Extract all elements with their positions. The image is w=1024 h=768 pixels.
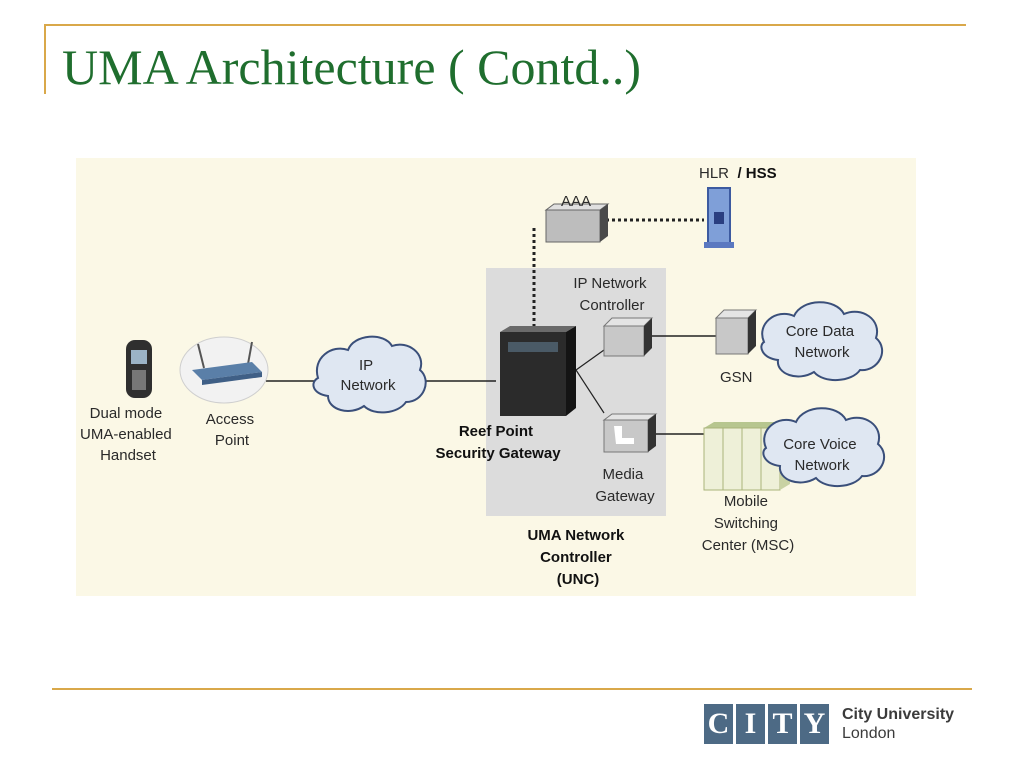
- handset-label: Dual mode UMA-enabled Handset: [80, 405, 176, 464]
- logo-letter-c: C: [704, 704, 733, 744]
- link-gateway-ipcontroller: [575, 349, 605, 371]
- security-gateway-icon: [500, 326, 576, 416]
- hlr-hss-label: HLR / HSS: [699, 165, 777, 182]
- access-point-label: Access Point: [206, 411, 259, 449]
- hlr-hss-server-icon: [704, 187, 734, 248]
- ip-network-label: IP Network: [340, 357, 396, 394]
- handset-icon: [126, 340, 152, 398]
- frame-left-rule: [44, 24, 46, 94]
- ip-network-cloud: [312, 335, 427, 414]
- uma-architecture-diagram: Dual mode UMA-enabled Handset Access Poi…: [76, 158, 916, 596]
- core-voice-network-cloud: [762, 407, 885, 487]
- city-university-logo: C I T Y City University London: [704, 704, 984, 750]
- core-data-network-label: Core Data Network: [786, 323, 859, 361]
- access-point-icon: [179, 336, 269, 404]
- media-gateway-label: Media Gateway: [595, 466, 655, 505]
- frame-bottom-rule: [52, 688, 972, 690]
- link-gateway-mediagw: [575, 369, 605, 414]
- aaa-label: AAA: [561, 193, 591, 210]
- ip-network-controller-label: IP Network Controller: [573, 275, 650, 314]
- unc-label: UMA Network Controller (UNC): [527, 527, 628, 588]
- ip-network-controller-icon: [602, 317, 654, 357]
- aaa-server-icon: [544, 203, 610, 243]
- core-voice-network-label: Core Voice Network: [783, 436, 861, 474]
- logo-university-name: City University: [842, 706, 955, 723]
- gsn-icon: [714, 309, 758, 355]
- reef-point-label: Reef Point Security Gateway: [435, 423, 561, 462]
- media-gateway-icon: [602, 413, 658, 453]
- logo-letter-y: Y: [800, 704, 829, 744]
- msc-label: Mobile Switching Center (MSC): [702, 493, 795, 554]
- slide-title: UMA Architecture ( Contd..): [62, 39, 642, 95]
- logo-letter-i: I: [736, 704, 765, 744]
- logo-letter-t: T: [768, 704, 797, 744]
- gsn-label: GSN: [720, 369, 753, 386]
- frame-top-rule: [44, 24, 966, 26]
- diagram-canvas: Dual mode UMA-enabled Handset Access Poi…: [80, 165, 885, 588]
- logo-city-name: London: [842, 725, 896, 742]
- core-data-network-cloud: [760, 301, 883, 381]
